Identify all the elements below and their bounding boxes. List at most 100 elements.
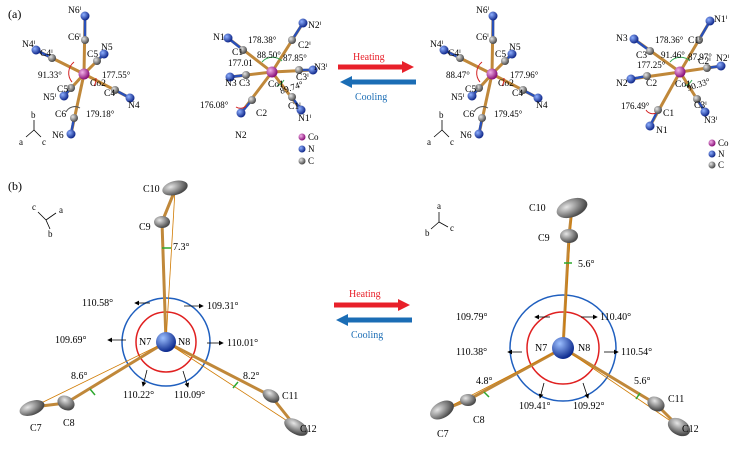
axis-c-1: c [42, 137, 46, 147]
label-c11: C11 [668, 394, 684, 405]
axes-indicator-1 [25, 120, 42, 138]
atom-c5i [475, 84, 483, 92]
atom-c2 [248, 96, 256, 104]
atom-c10 [162, 180, 188, 196]
label-n2i: N2ⁱ [308, 20, 322, 31]
label-c1: C1 [232, 48, 243, 58]
atom-n4 [533, 93, 543, 103]
angle-3: 87.85° [283, 53, 307, 63]
transition-arrows-a: Heating Cooling [338, 52, 416, 103]
atom-c11 [262, 389, 280, 403]
label-n5: N5 [509, 43, 521, 53]
angle-6: 176.49° [621, 101, 650, 111]
atom-c10 [556, 197, 588, 219]
angle-6: 109.92° [573, 401, 605, 412]
label-n3i: N3ⁱ [314, 62, 328, 73]
label-c3: C3 [239, 79, 250, 89]
atom-n5i [467, 91, 477, 101]
atom-n1 [223, 33, 233, 43]
atom-n4i [439, 45, 449, 55]
atom-n5 [99, 49, 109, 59]
label-n4i: N4ⁱ [430, 39, 444, 50]
atom-n4 [125, 93, 135, 103]
tilt-1: 7.3° [173, 242, 190, 253]
angle-4: 177.25° [637, 60, 666, 70]
label-n6: N6 [52, 131, 64, 141]
atom-n2 [626, 74, 636, 84]
atom-n6 [66, 129, 76, 139]
label-n8: N8 [578, 343, 590, 354]
atom-c7 [430, 400, 454, 420]
atom-c4i [456, 54, 464, 62]
tilt-3: 8.2° [243, 371, 260, 382]
outer-ring-right [509, 294, 617, 402]
angle-1: 110.40° [600, 312, 631, 323]
label-c6i: C6ⁱ [476, 32, 489, 43]
angle-3: 109.69° [55, 335, 87, 346]
angle-2: 91.46° [661, 50, 685, 60]
legend-co-label: Co [308, 132, 319, 142]
axis-a-3: a [427, 137, 431, 147]
angle-3: 87.97° [688, 52, 712, 62]
cooling-label-a: Cooling [355, 92, 387, 103]
label-c2: C2 [646, 79, 657, 89]
atom-n3 [225, 72, 235, 82]
legend-co-swatch [298, 133, 306, 141]
atom-c1i [288, 93, 296, 101]
tilt-1: 5.6° [578, 259, 595, 270]
label-co2: Co2 [90, 79, 106, 89]
tilt-2: 4.8° [476, 376, 493, 387]
angle-1: 91.33° [38, 70, 62, 80]
label-c11: C11 [282, 391, 298, 402]
atom-c4 [111, 86, 119, 94]
label-co2: Co2 [498, 79, 514, 89]
label-c2: C2 [256, 109, 267, 119]
atom-n6i [488, 11, 498, 21]
cation-left: c a b [19, 180, 317, 436]
angle-1: 178.36° [655, 35, 684, 45]
angle-3: 179.18° [86, 109, 115, 119]
label-c6: C6 [55, 110, 66, 120]
atom-c6 [478, 114, 486, 122]
atom-co1 [266, 66, 278, 78]
label-c3: C3 [636, 51, 647, 61]
atom-c3i [693, 95, 701, 103]
label-c1: C1 [663, 109, 674, 119]
label-c4: C4 [104, 89, 115, 99]
atom-n4i [31, 45, 41, 55]
inner-ring-right [526, 311, 600, 385]
atom-n7-n8 [156, 332, 176, 352]
atom-c12 [284, 418, 308, 436]
label-co1: Co1 [268, 80, 284, 90]
structure-co2-left: N6ⁱ C6ⁱ N4ⁱ C4ⁱ C5 N5 Co2 C5ⁱ N5ⁱ C4 N4 … [19, 5, 140, 147]
label-c12: C12 [300, 424, 317, 435]
legend-c-label: C [718, 160, 724, 170]
angle-2: 88.50° [257, 50, 281, 60]
label-n3: N3 [225, 79, 237, 89]
axes-indicator-b-left [37, 211, 57, 230]
axis-c-3: c [450, 137, 454, 147]
angle-2: 109.79° [456, 312, 488, 323]
atom-co1 [674, 66, 686, 78]
label-c1i: C1ⁱ [688, 35, 701, 46]
angle-6: 110.09° [174, 390, 205, 401]
axis-a-b-right: a [437, 201, 441, 211]
label-n1i: N1ⁱ [714, 14, 728, 25]
label-n6i: N6ⁱ [68, 5, 82, 16]
axis-b-3: b [439, 110, 444, 120]
atom-n5 [507, 49, 517, 59]
label-c5i: C5ⁱ [57, 84, 70, 95]
label-n3i: N3ⁱ [704, 115, 718, 126]
atom-c12 [667, 417, 691, 437]
angle-5: 90.33° [686, 76, 712, 93]
angle-2: 177.55° [102, 70, 131, 80]
atom-c9 [154, 216, 170, 228]
structure-co2-right: N6ⁱ C6ⁱ N4ⁱ C4ⁱ C5 N5 Co2 C5ⁱ N5ⁱ C4 N4 … [427, 5, 548, 147]
angle-6: 176.08° [200, 100, 229, 110]
cooling-arrow-a [340, 76, 352, 88]
label-c2i: C2ⁱ [298, 40, 311, 51]
atom-c9 [560, 229, 578, 243]
legend-co-label: Co [718, 138, 729, 148]
label-c6i: C6ⁱ [68, 32, 81, 43]
